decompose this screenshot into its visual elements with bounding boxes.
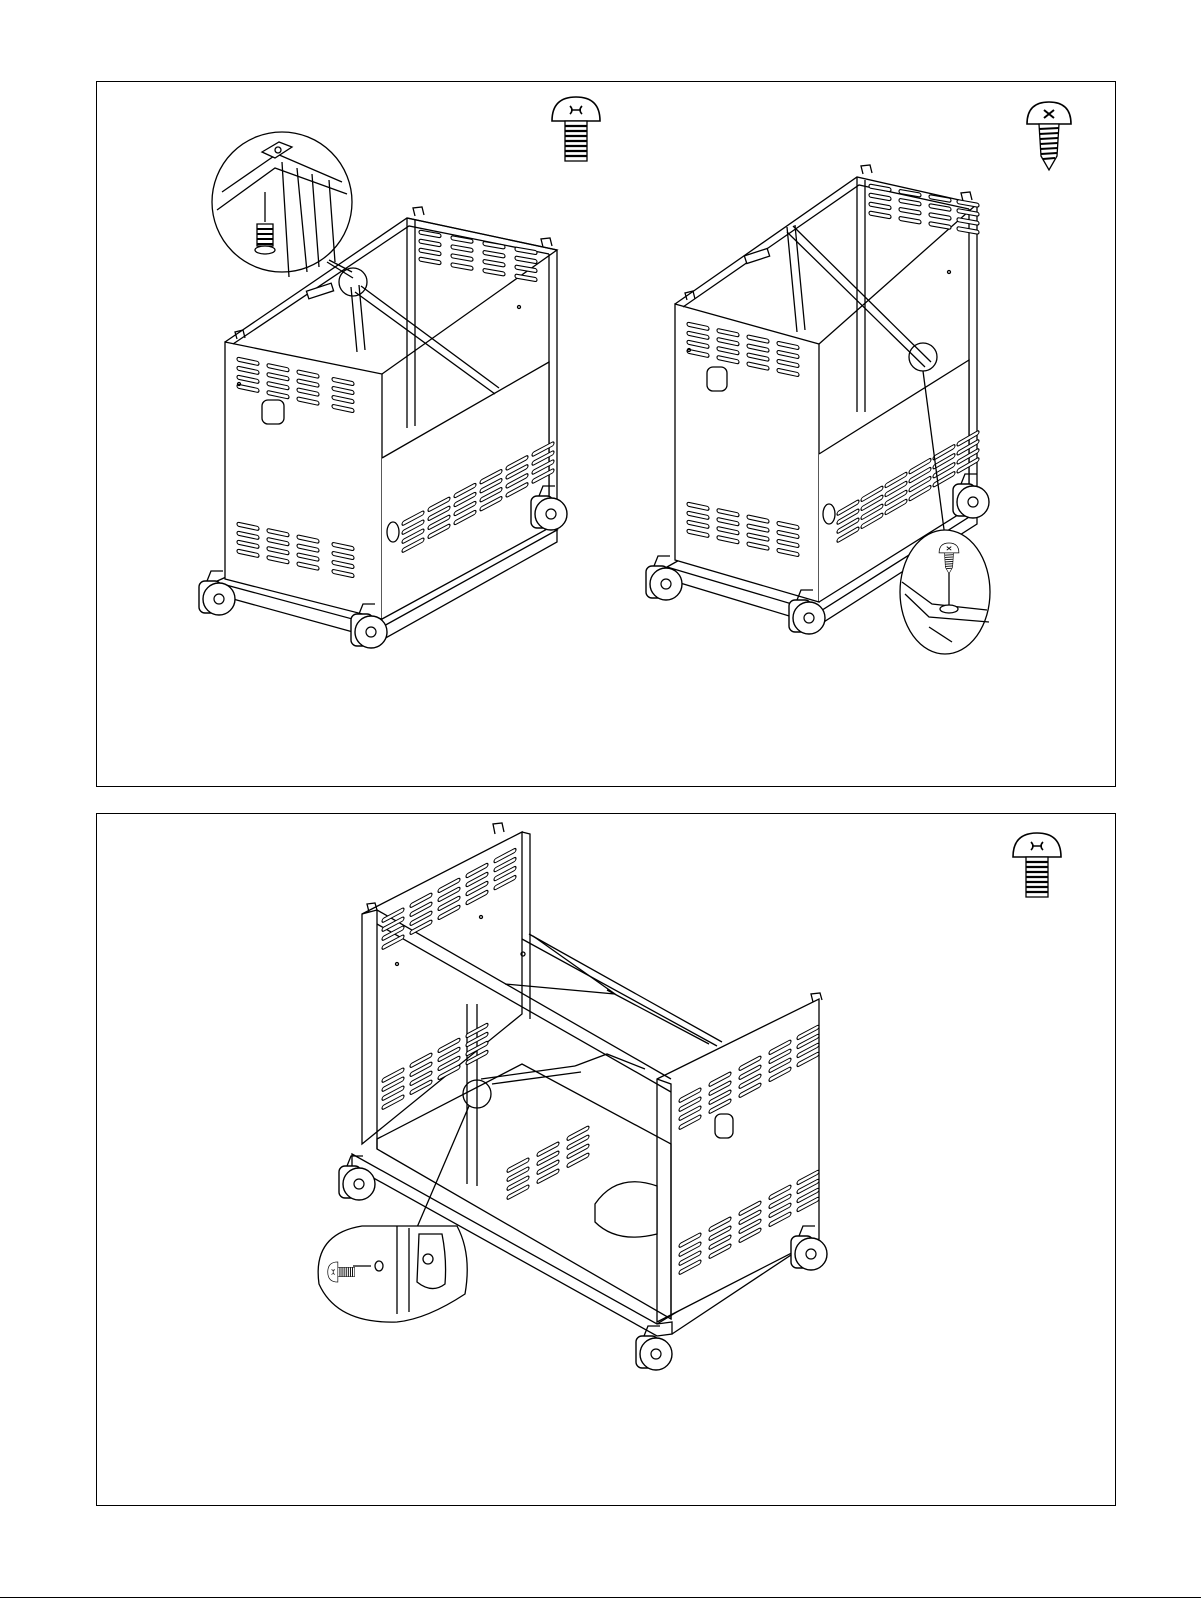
screw-icon — [1027, 102, 1071, 170]
page-bottom-rule — [0, 1597, 1201, 1598]
assembly-step-panel-bottom — [96, 813, 1116, 1506]
cabinet-illustration-left — [215, 207, 557, 640]
assembly-step-panel-top — [96, 81, 1116, 787]
bolt-icon — [552, 97, 600, 161]
detail-bolt-zoom-left — [212, 132, 353, 278]
bolt-icon — [1013, 833, 1061, 897]
